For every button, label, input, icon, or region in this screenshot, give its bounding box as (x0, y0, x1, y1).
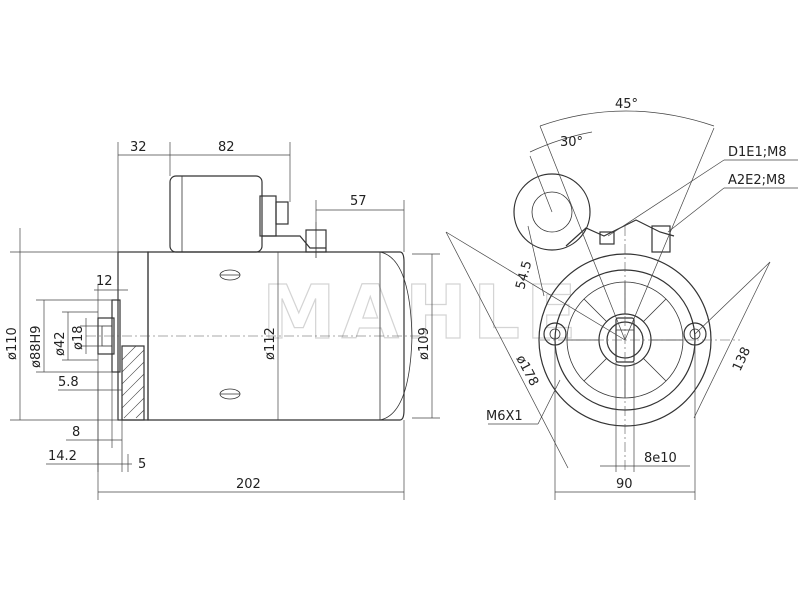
svg-text:54.5: 54.5 (513, 259, 535, 291)
svg-text:ø88H9: ø88H9 (29, 325, 44, 368)
solenoid-terminal-nut (275, 201, 289, 225)
svg-text:5.8: 5.8 (58, 375, 79, 390)
svg-text:12: 12 (96, 274, 113, 289)
motor-body (147, 251, 405, 421)
dim-12: 12 (94, 274, 128, 318)
marker-top (219, 269, 241, 281)
dim-angle-30: 30° (529, 131, 593, 213)
svg-text:ø112: ø112 (263, 327, 278, 360)
dim-dia110: ø110 (5, 228, 118, 421)
dim-90: 90 (554, 345, 696, 500)
connecting-strap (262, 235, 326, 249)
svg-text:45°: 45° (615, 97, 638, 112)
dim-202: 202 (97, 372, 405, 500)
svg-text:ø110: ø110 (5, 327, 20, 360)
svg-text:57: 57 (350, 194, 367, 209)
dim-5-8: 5.8 (58, 375, 122, 391)
callout-d1e1: D1E1;M8 (607, 145, 798, 237)
dim-54-5: 54.5 (513, 225, 545, 297)
dim-dia109: ø109 (412, 253, 440, 419)
mounting-boss (121, 345, 145, 421)
dim-32: 32 (117, 140, 171, 252)
dim-5: 5 (127, 454, 146, 472)
dim-dia42: ø42 (53, 311, 98, 361)
dim-dia18: ø18 (71, 318, 102, 354)
terminal-stud-a2e2 (651, 225, 671, 253)
callout-a2e2: A2E2;M8 (667, 173, 798, 233)
svg-text:ø18: ø18 (71, 326, 86, 351)
solenoid-housing (169, 175, 263, 253)
dim-dia112: ø112 (263, 252, 279, 420)
svg-text:M6X1: M6X1 (486, 409, 523, 424)
terminal-stud-d1e1 (599, 231, 615, 245)
end-view: 45° 30° D1E1;M8 A2E2;M8 54.5 ø178 (445, 97, 798, 500)
solenoid-end-inner (531, 191, 573, 233)
side-view: 32 82 57 12 5.8 8 (5, 140, 440, 500)
dim-82: 82 (170, 140, 291, 202)
svg-text:138: 138 (730, 345, 754, 374)
svg-text:82: 82 (218, 140, 235, 155)
svg-text:14.2: 14.2 (48, 449, 77, 464)
dim-8e10: 8e10 (600, 362, 690, 472)
svg-text:8e10: 8e10 (644, 451, 677, 466)
svg-text:202: 202 (236, 477, 261, 492)
dim-57: 57 (315, 194, 405, 252)
svg-text:30°: 30° (560, 135, 583, 150)
svg-text:D1E1;M8: D1E1;M8 (728, 145, 787, 160)
svg-text:ø178: ø178 (512, 353, 541, 389)
svg-text:90: 90 (616, 477, 633, 492)
callout-m6x1: M6X1 (486, 379, 561, 425)
svg-text:8: 8 (72, 425, 80, 440)
dim-dia88h9: ø88H9 (29, 299, 112, 373)
svg-text:5: 5 (138, 457, 146, 472)
dim-8: 8 (66, 372, 122, 448)
marker-bottom (219, 388, 241, 400)
dim-angle-45: 45° (539, 97, 715, 341)
svg-text:32: 32 (130, 140, 147, 155)
section-hatching (121, 345, 145, 419)
svg-text:ø109: ø109 (417, 327, 432, 360)
svg-text:A2E2;M8: A2E2;M8 (728, 173, 786, 188)
watermark-logo: MAHLE (262, 270, 583, 356)
solenoid-end-circle (513, 173, 591, 251)
svg-text:ø42: ø42 (53, 332, 68, 357)
